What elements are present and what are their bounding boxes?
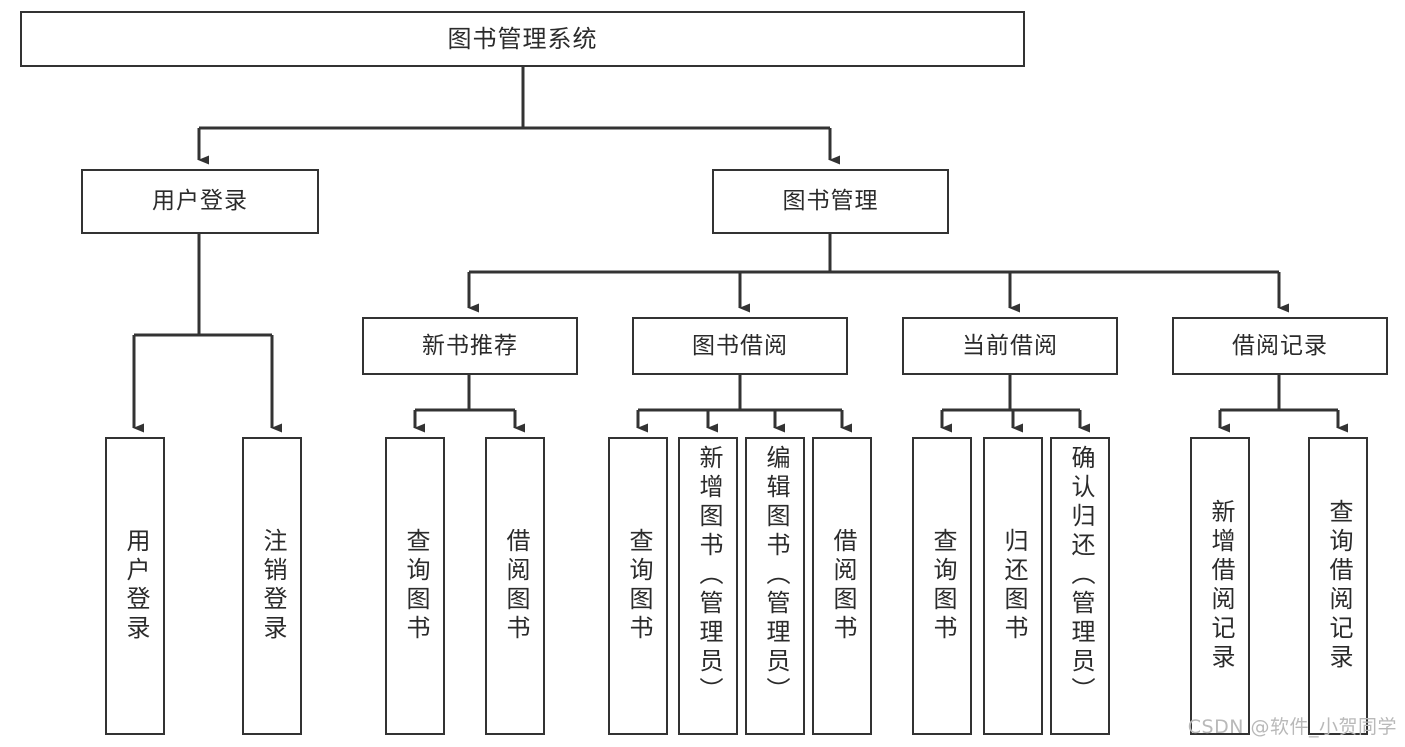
node-borrow-record[interactable]: 借阅记录 [1172,317,1388,375]
node-new-book-recommend[interactable]: 新书推荐 [362,317,578,375]
node-borrow-record-label: 借阅记录 [1232,332,1328,359]
leaf-borrow-book-newbook[interactable]: 借阅图书 [485,437,545,735]
leaf-return-book[interactable]: 归还图书 [983,437,1043,735]
node-current-borrow-label: 当前借阅 [962,332,1058,359]
node-root[interactable]: 图书管理系统 [20,11,1025,67]
node-new-book-recommend-label: 新书推荐 [422,332,518,359]
leaf-query-borrow-record-label: 查询借阅记录 [1324,499,1353,673]
leaf-query-book-current[interactable]: 查询图书 [912,437,972,735]
leaf-return-book-label: 归还图书 [999,528,1028,644]
leaf-query-book-borrow-label: 查询图书 [624,528,653,644]
leaf-query-book-newbook[interactable]: 查询图书 [385,437,445,735]
node-book-management-label: 图书管理 [782,188,879,214]
node-user-login-label: 用户登录 [152,188,248,214]
watermark: CSDN @软件_小贺同学 [1187,716,1397,738]
leaf-query-book-newbook-label: 查询图书 [401,528,430,644]
leaf-query-book-borrow[interactable]: 查询图书 [608,437,668,735]
leaf-logout-login-label: 注销登录 [258,528,287,644]
leaf-logout-login[interactable]: 注销登录 [242,437,302,735]
leaf-edit-book-admin-label: 编辑图书（管理员） [761,445,790,706]
node-current-borrow[interactable]: 当前借阅 [902,317,1118,375]
leaf-add-borrow-record-label: 新增借阅记录 [1206,499,1235,673]
leaf-query-borrow-record[interactable]: 查询借阅记录 [1308,437,1368,735]
node-book-management[interactable]: 图书管理 [712,169,949,234]
node-book-borrow-label: 图书借阅 [692,332,788,359]
leaf-query-book-current-label: 查询图书 [928,528,957,644]
node-root-label: 图书管理系统 [447,25,598,53]
leaf-add-book-admin-label: 新增图书（管理员） [694,445,723,706]
leaf-borrow-book-label: 借阅图书 [828,528,857,644]
leaf-edit-book-admin[interactable]: 编辑图书（管理员） [745,437,805,735]
leaf-user-login-label: 用户登录 [121,528,150,644]
node-book-borrow[interactable]: 图书借阅 [632,317,848,375]
leaf-add-book-admin[interactable]: 新增图书（管理员） [678,437,738,735]
node-user-login[interactable]: 用户登录 [81,169,319,234]
leaf-confirm-return-admin[interactable]: 确认归还（管理员） [1050,437,1110,735]
leaf-borrow-book-newbook-label: 借阅图书 [501,528,530,644]
leaf-add-borrow-record[interactable]: 新增借阅记录 [1190,437,1250,735]
leaf-borrow-book[interactable]: 借阅图书 [812,437,872,735]
leaf-user-login[interactable]: 用户登录 [105,437,165,735]
leaf-confirm-return-admin-label: 确认归还（管理员） [1066,445,1095,706]
